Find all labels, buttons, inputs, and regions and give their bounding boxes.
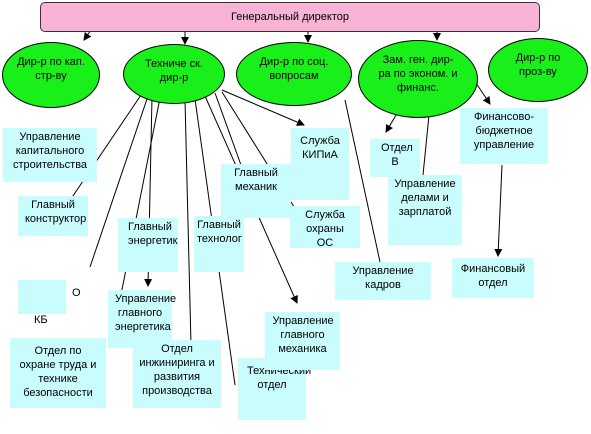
capital-construction-dept-box: Управление капитального строительства <box>3 128 97 182</box>
capital-construction-dept-label: Управление капитального строительства <box>12 131 88 171</box>
labor-safety-dept-label: Отдел по охране труда и технике безопасн… <box>19 345 97 399</box>
instrumentation-service-label: Служба КИПиА <box>300 135 340 161</box>
hr-dept-box: Управление кадров <box>335 262 431 300</box>
hr-dept-label: Управление кадров <box>352 265 414 291</box>
general-director-box: Генеральный директор <box>40 2 540 32</box>
chief-mechanic-label: Главный механик <box>234 167 278 193</box>
capital-construction-director-label: Дир-р по кап. стр-ву <box>17 56 85 82</box>
financial-dept-label: Финансовый отдел <box>460 263 526 289</box>
engineering-development-dept-label: Отдел инжиниринга и развития производств… <box>139 343 215 397</box>
affairs-payroll-dept-box: Управление делами и зарплатой <box>388 175 462 245</box>
environment-protection-service-label: Служба охраны ОС <box>305 209 345 249</box>
deputy-economics-director-oval: Зам. ген. дир-ра по эконом. и финанс. <box>358 40 478 118</box>
deputy-economics-director-label: Зам. ген. дир-ра по эконом. и финанс. <box>378 54 458 94</box>
design-bureau-label: КБ <box>34 314 48 326</box>
social-director-label: Дир-р по соц. вопросам <box>259 56 329 82</box>
financial-budget-dept-label: Финансово-бюджетное управление <box>473 111 535 151</box>
general-director-label: Генеральный директор <box>231 11 349 23</box>
chief-designer-box: Главный конструктор <box>18 196 88 236</box>
department-v-label: Отдел В <box>381 142 413 168</box>
instrumentation-service-box: Служба КИПиА <box>291 128 349 200</box>
environment-protection-service-box: Служба охраны ОС <box>290 206 360 249</box>
affairs-payroll-dept-label: Управление делами и зарплатой <box>394 178 456 218</box>
chief-power-engineer-dept-label: Управление главного энергетика <box>115 293 177 333</box>
chief-technologist-box: Главный технолог <box>194 216 244 272</box>
financial-dept-box: Финансовый отдел <box>452 258 534 298</box>
labor-safety-dept-box: Отдел по охране труда и технике безопасн… <box>10 338 106 408</box>
design-bureau-prefix-label: О <box>72 287 81 299</box>
engineering-development-dept-box: Отдел инжиниринга и развития производств… <box>133 340 221 408</box>
chief-power-engineer-box: Главный энергетик <box>118 218 178 272</box>
capital-construction-director-oval: Дир-р по кап. стр-ву <box>2 42 100 108</box>
department-v-box: Отдел В <box>370 139 420 177</box>
chief-mechanic-dept-label: Управление главного механика <box>272 315 334 355</box>
production-director-label: Дир-р по проз-ву <box>515 52 561 78</box>
chief-power-engineer-label: Главный энергетик <box>128 221 178 247</box>
chief-mechanic-dept-box: Управление главного механика <box>265 312 340 370</box>
chief-designer-label: Главный конструктор <box>25 199 87 225</box>
design-bureau-box <box>18 280 66 314</box>
chief-power-engineer-dept-box: Управление главного энергетика <box>108 290 177 348</box>
chief-technologist-label: Главный технолог <box>197 219 242 245</box>
financial-budget-dept-box: Финансово-бюджетное управление <box>460 108 548 164</box>
technical-director-label: Техниче ск. дир-р <box>145 58 203 84</box>
chief-mechanic-box: Главный механик <box>221 164 291 218</box>
technical-director-oval: Техниче ск. дир-р <box>123 44 225 104</box>
production-director-oval: Дир-р по проз-ву <box>488 38 588 102</box>
social-director-oval: Дир-р по соц. вопросам <box>236 42 352 106</box>
